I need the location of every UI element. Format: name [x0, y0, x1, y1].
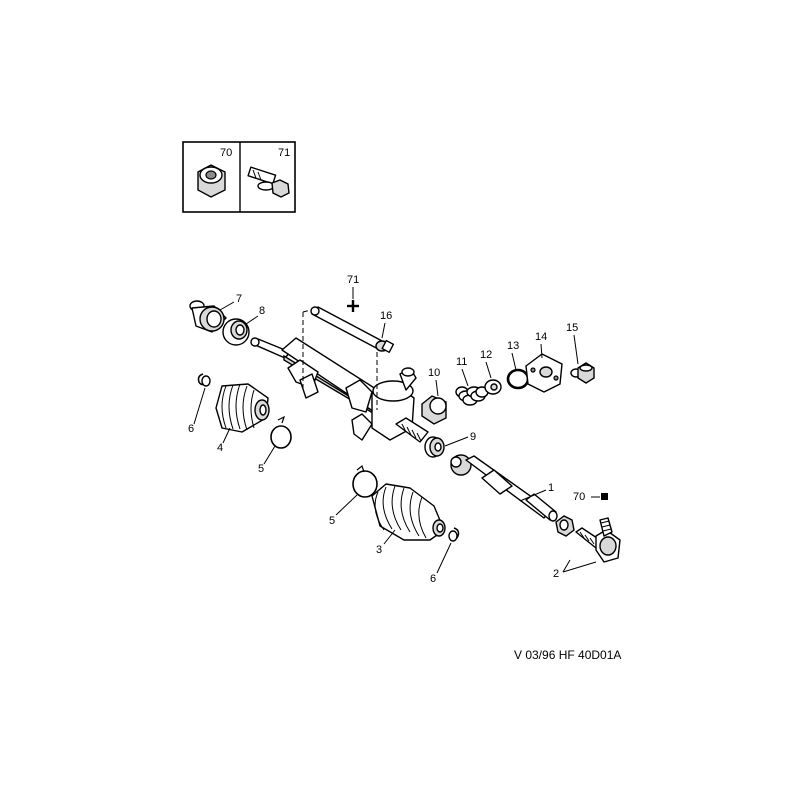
callout-71: 71	[347, 274, 359, 286]
callout-4: 4	[217, 442, 223, 454]
bolt-71-inset-icon	[247, 166, 290, 198]
part-6-clip-left	[197, 373, 211, 387]
part-2-tie-rod-end	[575, 517, 621, 563]
callout-70: 70	[573, 491, 585, 503]
callout-5-bottom: 5	[329, 515, 335, 527]
part-1-inner-tie-rod	[450, 454, 558, 522]
inset-label-70: 70	[220, 147, 232, 159]
diagram-reference-code: V 03/96 HF 40D01A	[514, 648, 621, 662]
part-15-bolt	[570, 362, 595, 384]
callout-9: 9	[470, 431, 476, 443]
part-2-lock-nut	[555, 515, 575, 537]
part-5-clamp-ring-left	[270, 415, 292, 449]
part-10-yoke-cup	[421, 395, 447, 425]
callout-5-top: 5	[258, 463, 264, 475]
part-12-washer	[484, 379, 502, 395]
callout-7: 7	[236, 293, 242, 305]
nut-70-inset-icon	[197, 164, 226, 198]
callout-15: 15	[566, 322, 578, 334]
callout-11: 11	[456, 356, 467, 368]
callout-14: 14	[535, 331, 547, 343]
inset-label-71: 71	[278, 147, 290, 159]
callout-1: 1	[548, 482, 554, 494]
part-13-o-ring	[506, 368, 530, 390]
callout-16: 16	[380, 310, 392, 322]
part-7-grommet	[189, 300, 227, 333]
part-9-bearing-ring	[424, 436, 445, 458]
plus-marker-71	[347, 300, 359, 312]
part-3-bellows-boot	[371, 483, 446, 541]
callout-8: 8	[259, 305, 265, 317]
callout-10: 10	[428, 367, 440, 379]
callout-6-bottom: 6	[430, 573, 436, 585]
callout-12: 12	[480, 349, 492, 361]
part-14-cover-plate	[525, 353, 563, 393]
callout-13: 13	[507, 340, 519, 352]
square-marker-70	[601, 493, 608, 500]
callout-6-top: 6	[188, 423, 194, 435]
part-6-clip-right	[448, 527, 460, 542]
callout-2: 2	[553, 568, 559, 580]
part-5-clamp-ring-right	[352, 464, 378, 498]
part-4-bellows-boot	[215, 383, 270, 433]
part-8-seal-ring	[222, 318, 250, 346]
part-16-mounting-bar	[310, 306, 395, 353]
steering-rack-housing	[250, 337, 429, 443]
callout-3: 3	[376, 544, 382, 556]
part-11-spring	[455, 386, 489, 406]
